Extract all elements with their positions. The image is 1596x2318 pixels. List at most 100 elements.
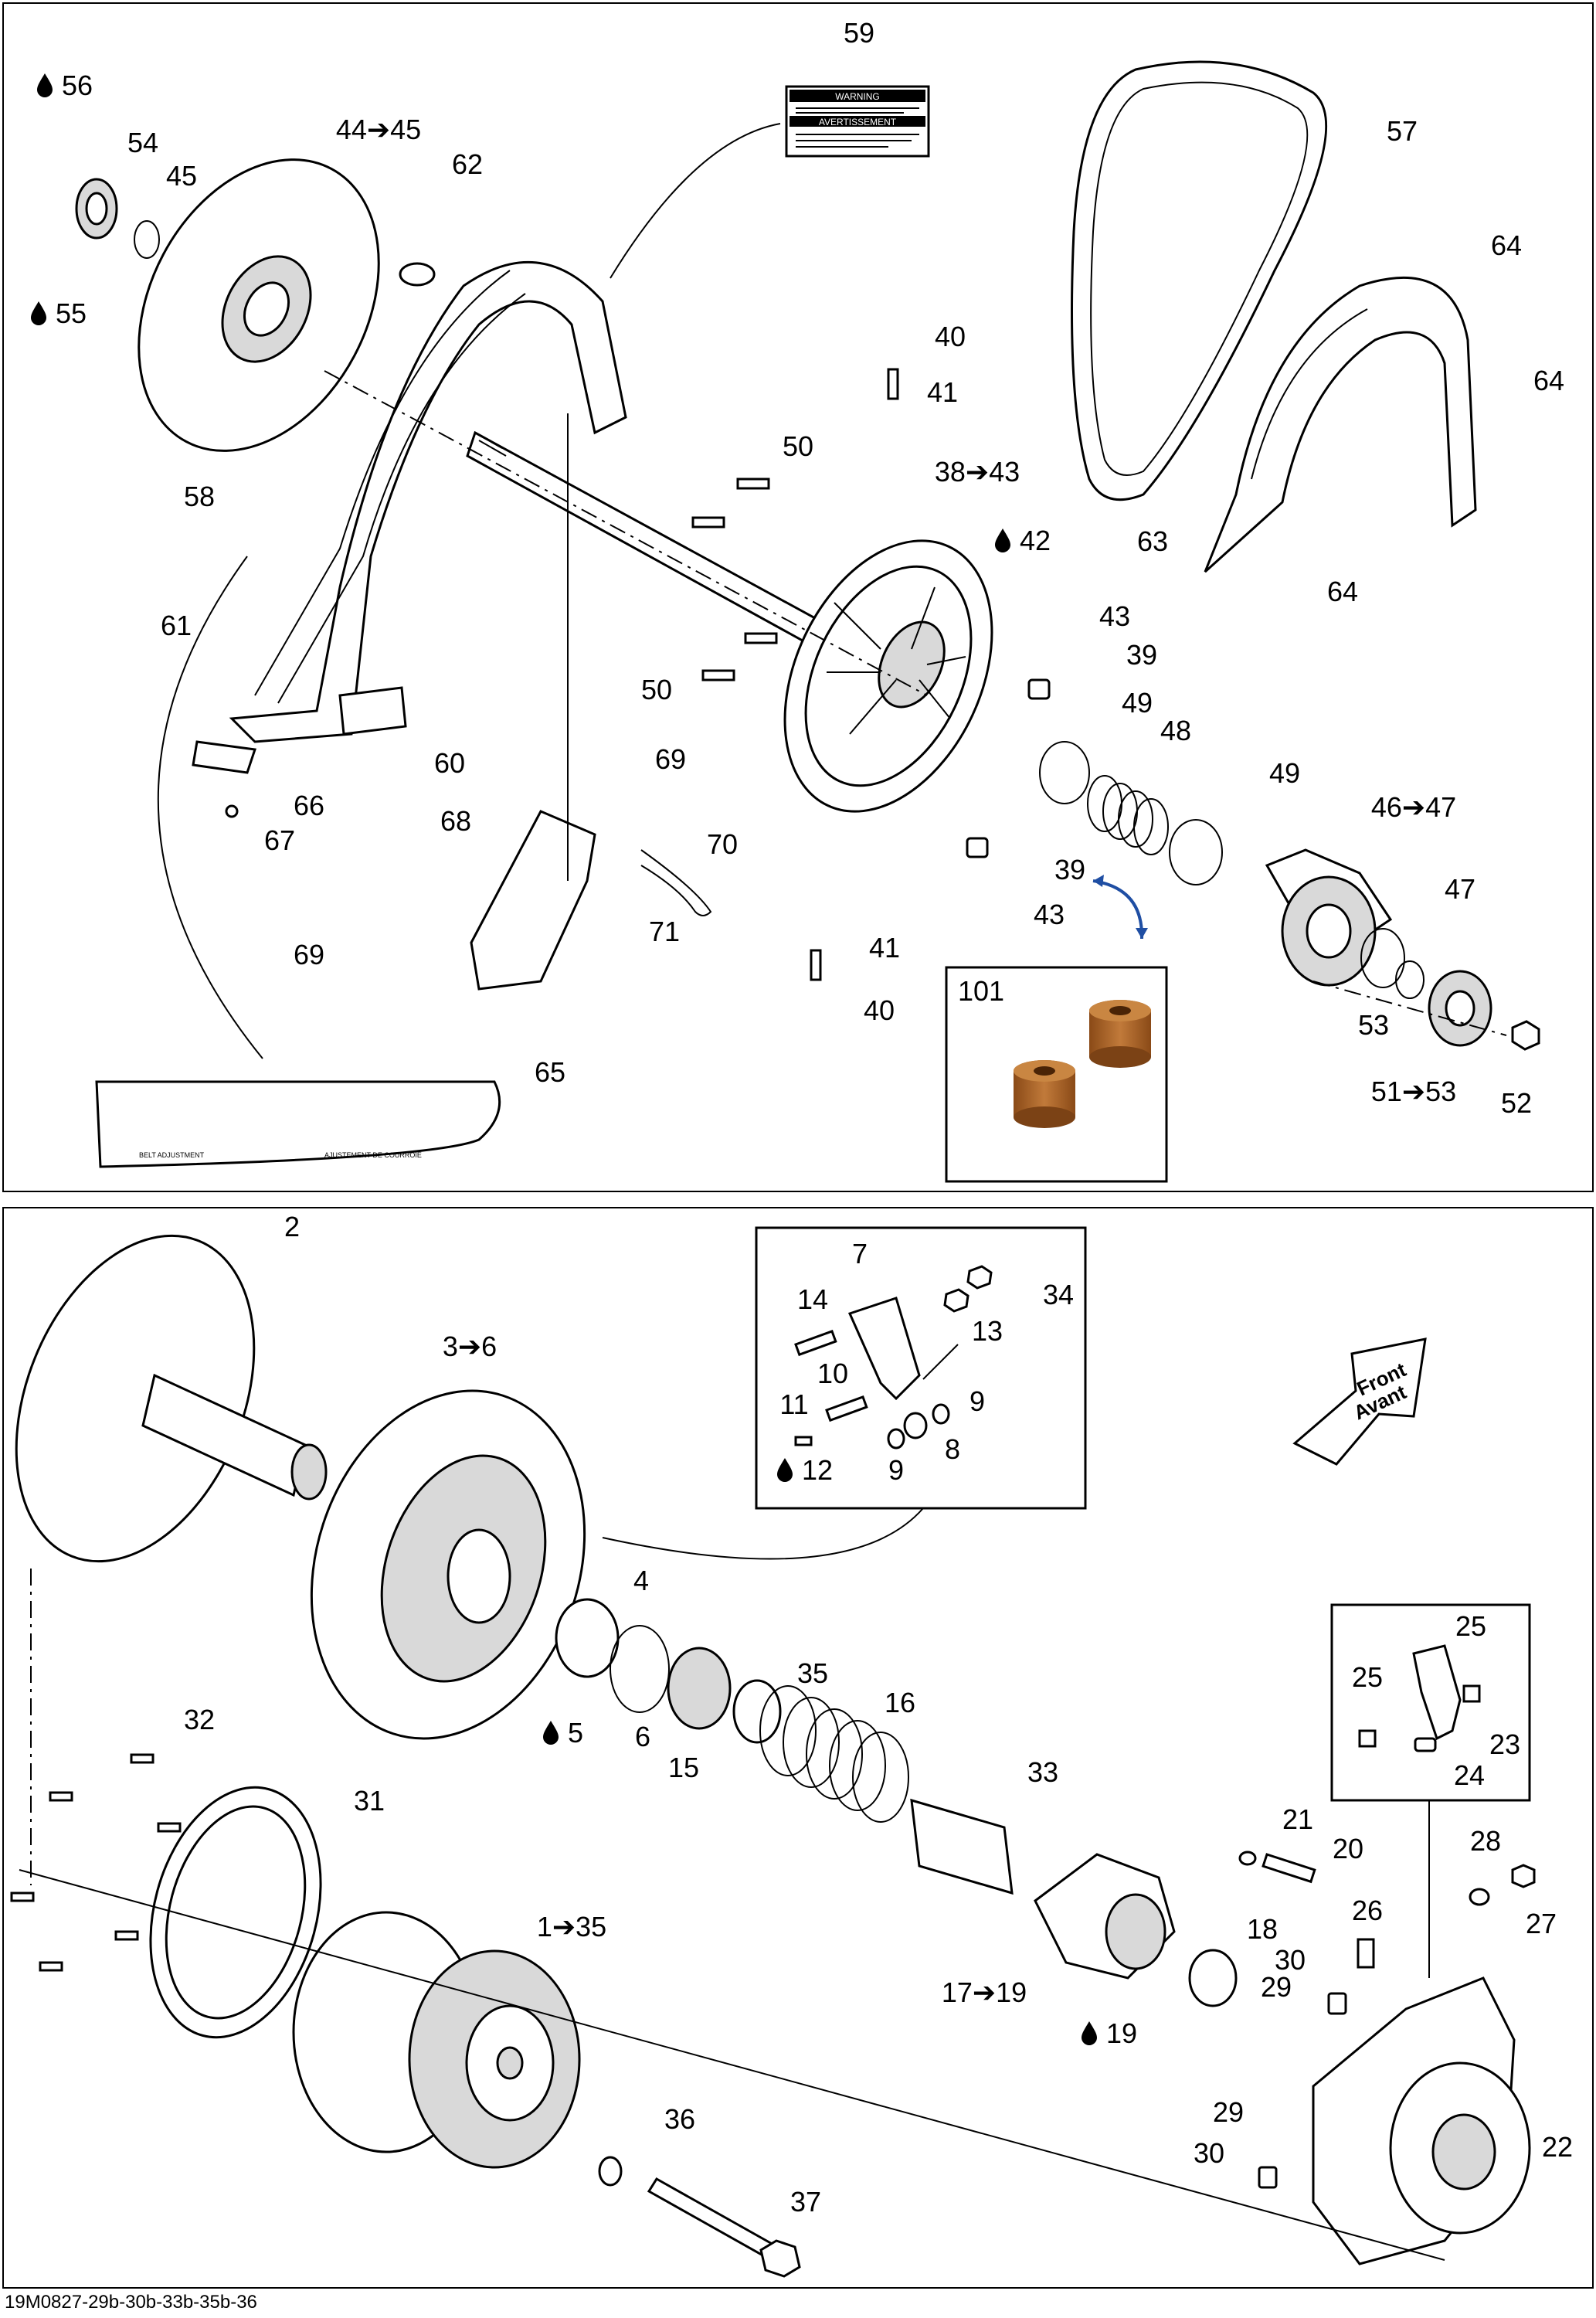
callout-9: 9 [969, 1385, 985, 1417]
bolt-20 [1262, 1853, 1316, 1884]
bolt-50d [701, 669, 735, 681]
callout-60: 60 [434, 747, 465, 779]
callout-50: 50 [641, 674, 672, 705]
callout-48: 48 [1160, 715, 1191, 746]
callout-50: 50 [783, 430, 813, 462]
callout-49: 49 [1269, 757, 1300, 789]
bracket-60 [338, 686, 407, 736]
callout-14: 14 [797, 1283, 828, 1315]
drive-shaft [466, 430, 859, 667]
spring-16 [759, 1685, 909, 1823]
pin-14 [794, 1329, 837, 1357]
nut-34a [966, 1265, 993, 1290]
callout-27: 27 [1526, 1908, 1557, 1939]
bushing-18 [1188, 1949, 1238, 2007]
decal-59-header1: WARNING [835, 91, 880, 102]
sleeve-33 [910, 1798, 1014, 1895]
callout-53: 53 [1358, 1009, 1389, 1041]
callout-21: 21 [1282, 1803, 1313, 1835]
callout-2: 2 [284, 1211, 300, 1242]
decal-65-right: AJUSTEMENT DE COURROIE [324, 1151, 422, 1159]
washer-9a [887, 1428, 905, 1450]
callout-1-35: 1➔35 [537, 1911, 606, 1942]
washer-21 [1238, 1851, 1257, 1866]
drive-pulley-assembly-1 [292, 1911, 581, 2169]
bolts-32 [10, 1753, 182, 1972]
callout-54: 54 [127, 127, 158, 158]
callout-69: 69 [294, 939, 324, 970]
ring-49a [1039, 741, 1090, 804]
roller-kit-101b [1089, 1000, 1151, 1068]
inset-101: 101 [945, 966, 1168, 1183]
callout-36: 36 [664, 2103, 695, 2135]
bushing-4 [555, 1598, 620, 1678]
callout-41: 41 [869, 932, 900, 964]
grommet-62 [399, 262, 436, 287]
callout-38-43: 38➔43 [935, 456, 1020, 488]
callout-43: 43 [1099, 600, 1130, 632]
callout-41: 41 [927, 376, 958, 408]
callout-16: 16 [885, 1687, 915, 1718]
callout-47: 47 [1445, 873, 1475, 905]
screw-26 [1357, 1938, 1375, 1969]
callout-35: 35 [797, 1657, 828, 1689]
callout-40: 40 [864, 994, 895, 1026]
callout-6: 6 [635, 1721, 650, 1752]
callout-29: 29 [1261, 1971, 1292, 2003]
screw-11 [794, 1436, 813, 1446]
callout-64: 64 [1491, 229, 1522, 261]
ring-49b [1169, 819, 1223, 885]
callout-33: 33 [1027, 1756, 1058, 1788]
nut-52 [1511, 1020, 1540, 1051]
callout-39: 39 [1054, 854, 1085, 885]
callout-66: 66 [294, 790, 324, 821]
nut-34b [943, 1288, 969, 1313]
callout-5: 5 [568, 1717, 583, 1749]
fixed-sheave-44 [138, 158, 380, 452]
roller-kit-101a [1014, 1060, 1075, 1128]
callout-26: 26 [1352, 1895, 1383, 1926]
spider-17 [1034, 1853, 1176, 1980]
callout-61: 61 [161, 610, 192, 641]
arrow-box-to-sheave [602, 1507, 924, 1560]
callout-30: 30 [1194, 2137, 1224, 2169]
callout-44-45: 44➔45 [336, 114, 421, 145]
callout-58: 58 [184, 481, 215, 512]
callout-9: 9 [888, 1454, 904, 1486]
inset-blue-arrow [1092, 879, 1144, 940]
callout-57: 57 [1387, 115, 1418, 147]
roller-24 [1414, 1737, 1437, 1752]
ring-47 [1360, 928, 1405, 988]
hub-51 [1428, 970, 1492, 1047]
bolt-37 [647, 2177, 783, 2263]
callout-20: 20 [1333, 1833, 1363, 1864]
callout-24: 24 [1454, 1759, 1485, 1791]
bushing-35 [732, 1679, 782, 1744]
lubricant-drop-icon [1082, 2021, 1097, 2045]
decal-59-header2: AVERTISSEMENT [819, 117, 897, 127]
callout-25: 25 [1352, 1661, 1383, 1693]
hairpin-70 [640, 849, 712, 916]
callout-64: 64 [1533, 365, 1564, 396]
screw-25b [1462, 1684, 1481, 1703]
ring-gear-31 [149, 1786, 322, 2039]
roller-8 [903, 1412, 928, 1439]
callout-23: 23 [1489, 1728, 1520, 1760]
callout-18: 18 [1247, 1913, 1278, 1945]
lubricant-drop-icon [543, 1721, 559, 1745]
figure-id: 19M0827-29b-30b-33b-35b-36 [5, 2292, 257, 2313]
callout-49: 49 [1122, 687, 1153, 719]
callout-25: 25 [1455, 1610, 1486, 1642]
callout-45: 45 [166, 160, 197, 192]
adjustment-decal-65: BELT ADJUSTMENT AJUSTEMENT DE COURROIE [95, 1080, 501, 1168]
callout-40: 40 [935, 321, 966, 352]
callout-64: 64 [1327, 576, 1358, 607]
ring-53 [1395, 960, 1425, 999]
callout-46-47: 46➔47 [1371, 791, 1456, 823]
drive-belt-57 [1071, 60, 1328, 501]
washer-67 [225, 804, 239, 818]
callout-70: 70 [707, 828, 738, 860]
bolt-50a [736, 478, 770, 490]
callout-39: 39 [1126, 639, 1157, 671]
